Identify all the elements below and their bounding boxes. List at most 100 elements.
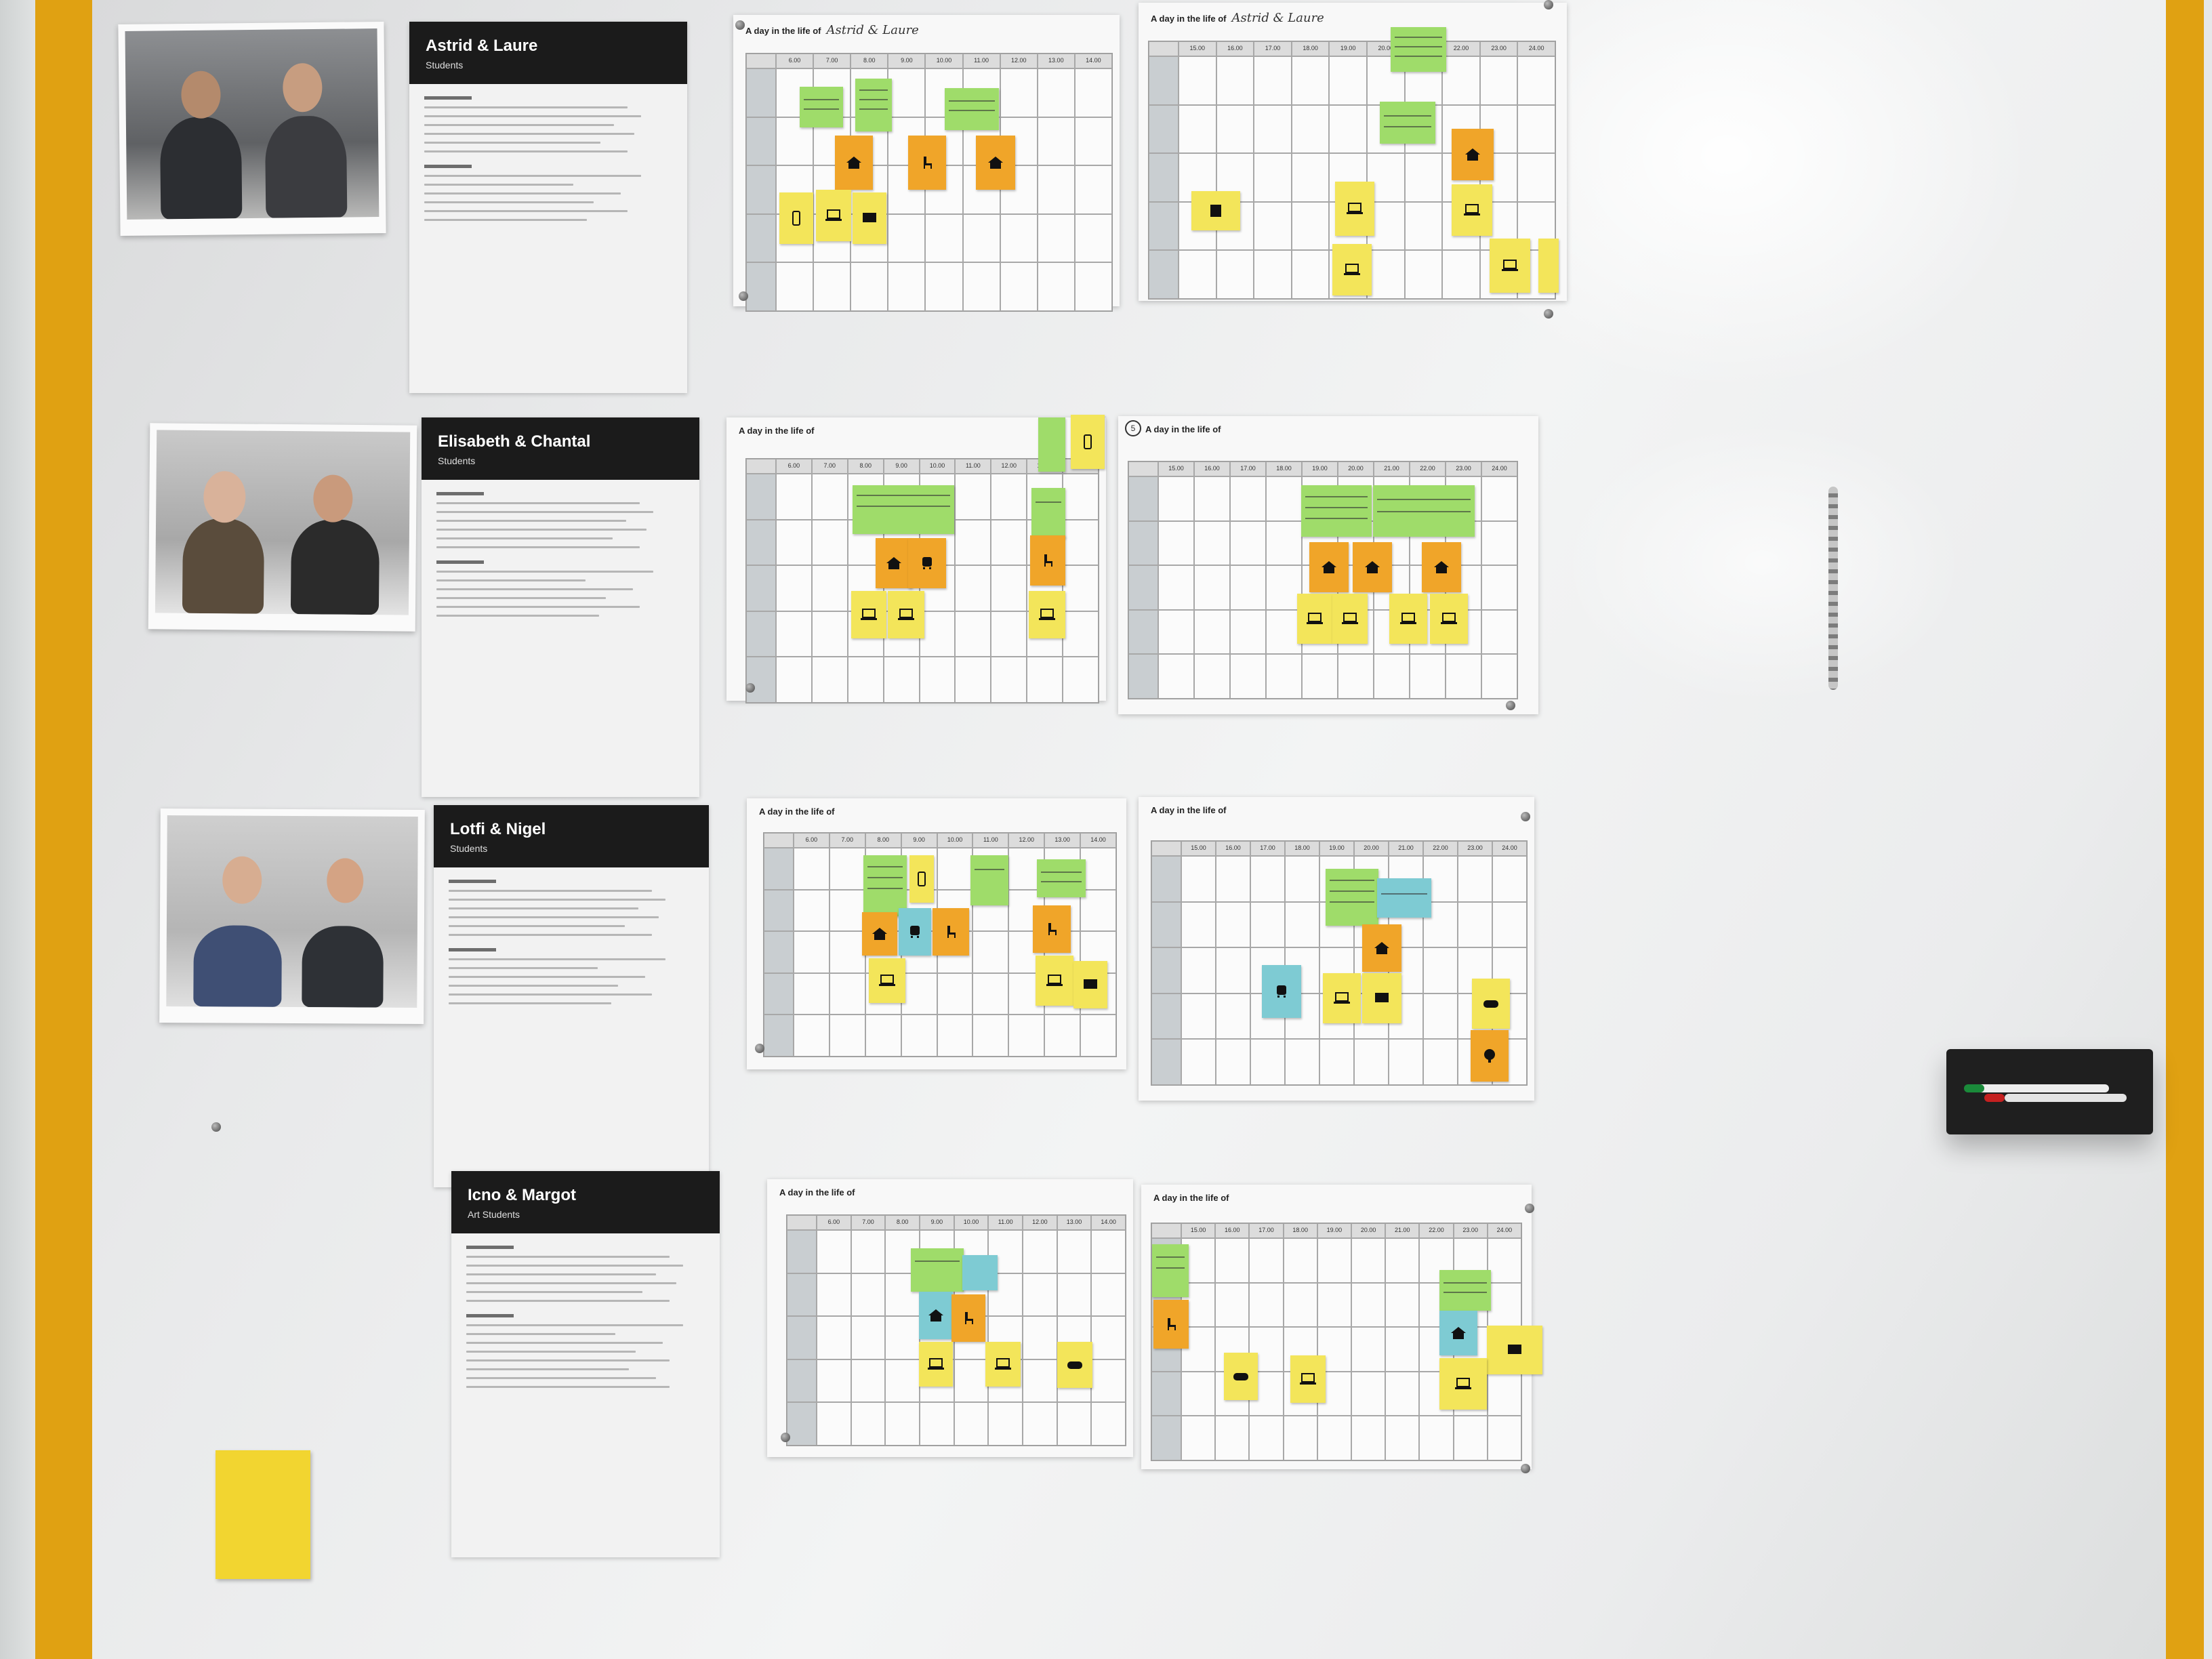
sticky-note[interactable]: [851, 591, 886, 638]
marker-tray: [1946, 1049, 2153, 1134]
sticky-note[interactable]: [1037, 859, 1086, 897]
sticky-note[interactable]: [1377, 878, 1431, 918]
sticky-note[interactable]: [1362, 924, 1401, 972]
sticky-note[interactable]: [899, 908, 931, 956]
sticky-note[interactable]: [1309, 542, 1349, 592]
train-icon: [910, 926, 920, 938]
grid-cell: [1517, 153, 1555, 202]
sticky-note[interactable]: [779, 192, 813, 244]
sticky-note[interactable]: [1323, 973, 1361, 1023]
sticky-note[interactable]: [1452, 184, 1492, 236]
sticky-note[interactable]: [869, 958, 905, 1003]
sticky-note[interactable]: [1353, 542, 1392, 592]
grid-cell: [1481, 565, 1517, 610]
whiteboard-marker[interactable]: [1973, 1084, 2109, 1092]
sticky-note[interactable]: [933, 908, 969, 956]
grid-corner: [1151, 841, 1181, 856]
house-icon: [846, 157, 861, 169]
sticky-note[interactable]: [1373, 485, 1475, 537]
sticky-note[interactable]: [1290, 1355, 1326, 1403]
sticky-note[interactable]: [1033, 905, 1071, 953]
sticky-note[interactable]: [1153, 1300, 1189, 1349]
whiteboard-marker[interactable]: [2005, 1094, 2127, 1102]
grid-cell: [1037, 68, 1075, 117]
sticky-note[interactable]: [1471, 1030, 1509, 1082]
sticky-note[interactable]: [800, 87, 843, 127]
grid-cell: [1291, 250, 1330, 299]
sticky-note[interactable]: [1389, 594, 1427, 644]
sticky-note[interactable]: [1439, 1358, 1487, 1410]
laptop-icon: [1502, 260, 1518, 271]
sticky-note[interactable]: [1332, 594, 1368, 644]
sticky-note[interactable]: [1036, 956, 1073, 1006]
sticky-note[interactable]: [1191, 191, 1240, 230]
sticky-note[interactable]: [1391, 27, 1446, 72]
sticky-note[interactable]: [1430, 594, 1468, 644]
sticky-note[interactable]: [853, 485, 954, 534]
sticky-note[interactable]: [1262, 965, 1301, 1018]
sticky-note[interactable]: [853, 192, 886, 244]
row-label: [787, 1359, 817, 1403]
sticky-note[interactable]: [1297, 594, 1332, 644]
sticky-note[interactable]: [976, 136, 1015, 190]
sticky-note[interactable]: [911, 1248, 964, 1292]
sticky-note[interactable]: [1439, 1311, 1477, 1355]
hour-label: 11.00: [972, 833, 1009, 848]
hour-label: 13.00: [1057, 1215, 1092, 1230]
sticky-note[interactable]: [970, 855, 1008, 905]
grid-cell: [1023, 1316, 1057, 1359]
sticky-note[interactable]: [1422, 542, 1461, 592]
sticky-note[interactable]: [1362, 973, 1401, 1023]
sticky-note[interactable]: [1487, 1326, 1542, 1374]
grid-cell: [1194, 565, 1230, 610]
sticky-note[interactable]: [1031, 488, 1065, 538]
sticky-note[interactable]: [1439, 1270, 1491, 1311]
grid-cell: [1216, 1039, 1250, 1085]
sticky-note[interactable]: [985, 1342, 1021, 1387]
sticky-note[interactable]: [1332, 244, 1372, 295]
hour-label: 12.00: [1008, 833, 1045, 848]
sticky-note[interactable]: [862, 912, 897, 956]
sticky-note[interactable]: [863, 855, 907, 916]
sticky-note[interactable]: [835, 136, 873, 190]
sheet-title: A day in the life of: [1153, 1193, 1229, 1203]
sticky-note[interactable]: [951, 1294, 985, 1342]
sticky-note[interactable]: [1029, 591, 1065, 638]
magnet: [1521, 1464, 1530, 1473]
sticky-note[interactable]: [816, 190, 851, 241]
sticky-note[interactable]: [1335, 182, 1374, 236]
laptop-icon: [1400, 613, 1416, 624]
sticky-note[interactable]: [1490, 239, 1530, 293]
grid-cell: [937, 848, 973, 890]
sticky-note[interactable]: [1071, 415, 1105, 469]
sticky-note[interactable]: [962, 1255, 998, 1290]
sticky-note[interactable]: [876, 538, 912, 588]
grid-cell: [1063, 474, 1099, 520]
sticky-note[interactable]: [1030, 535, 1065, 586]
sticky-note[interactable]: [919, 1342, 953, 1387]
sticky-note[interactable]: [1073, 961, 1107, 1008]
sticky-note[interactable]: [1472, 979, 1510, 1029]
sticky-note[interactable]: [1038, 417, 1065, 472]
grid-cell: [1351, 1416, 1386, 1460]
sticky-note[interactable]: [945, 88, 999, 130]
grid-cell: [1194, 609, 1230, 655]
sticky-note[interactable]: [919, 1292, 953, 1339]
sticky-note[interactable]: [1152, 1244, 1189, 1297]
sticky-note[interactable]: [1301, 485, 1372, 537]
laptop-icon: [1342, 613, 1358, 624]
sticky-note[interactable]: [855, 79, 892, 131]
sticky-note[interactable]: [908, 136, 946, 190]
sticky-note[interactable]: [1538, 239, 1559, 293]
laptop-icon: [825, 209, 842, 221]
sticky-note[interactable]: [888, 591, 924, 638]
sticky-note[interactable]: [909, 855, 934, 903]
sticky-note[interactable]: [1380, 102, 1435, 144]
grid-cell: [776, 262, 814, 311]
sticky-note[interactable]: [1452, 129, 1494, 180]
sticky-note[interactable]: [1224, 1353, 1258, 1400]
sticky-note[interactable]: [1326, 869, 1378, 926]
grid-cell: [1194, 520, 1230, 566]
sticky-note[interactable]: [1057, 1342, 1092, 1388]
sticky-note[interactable]: [908, 538, 946, 588]
